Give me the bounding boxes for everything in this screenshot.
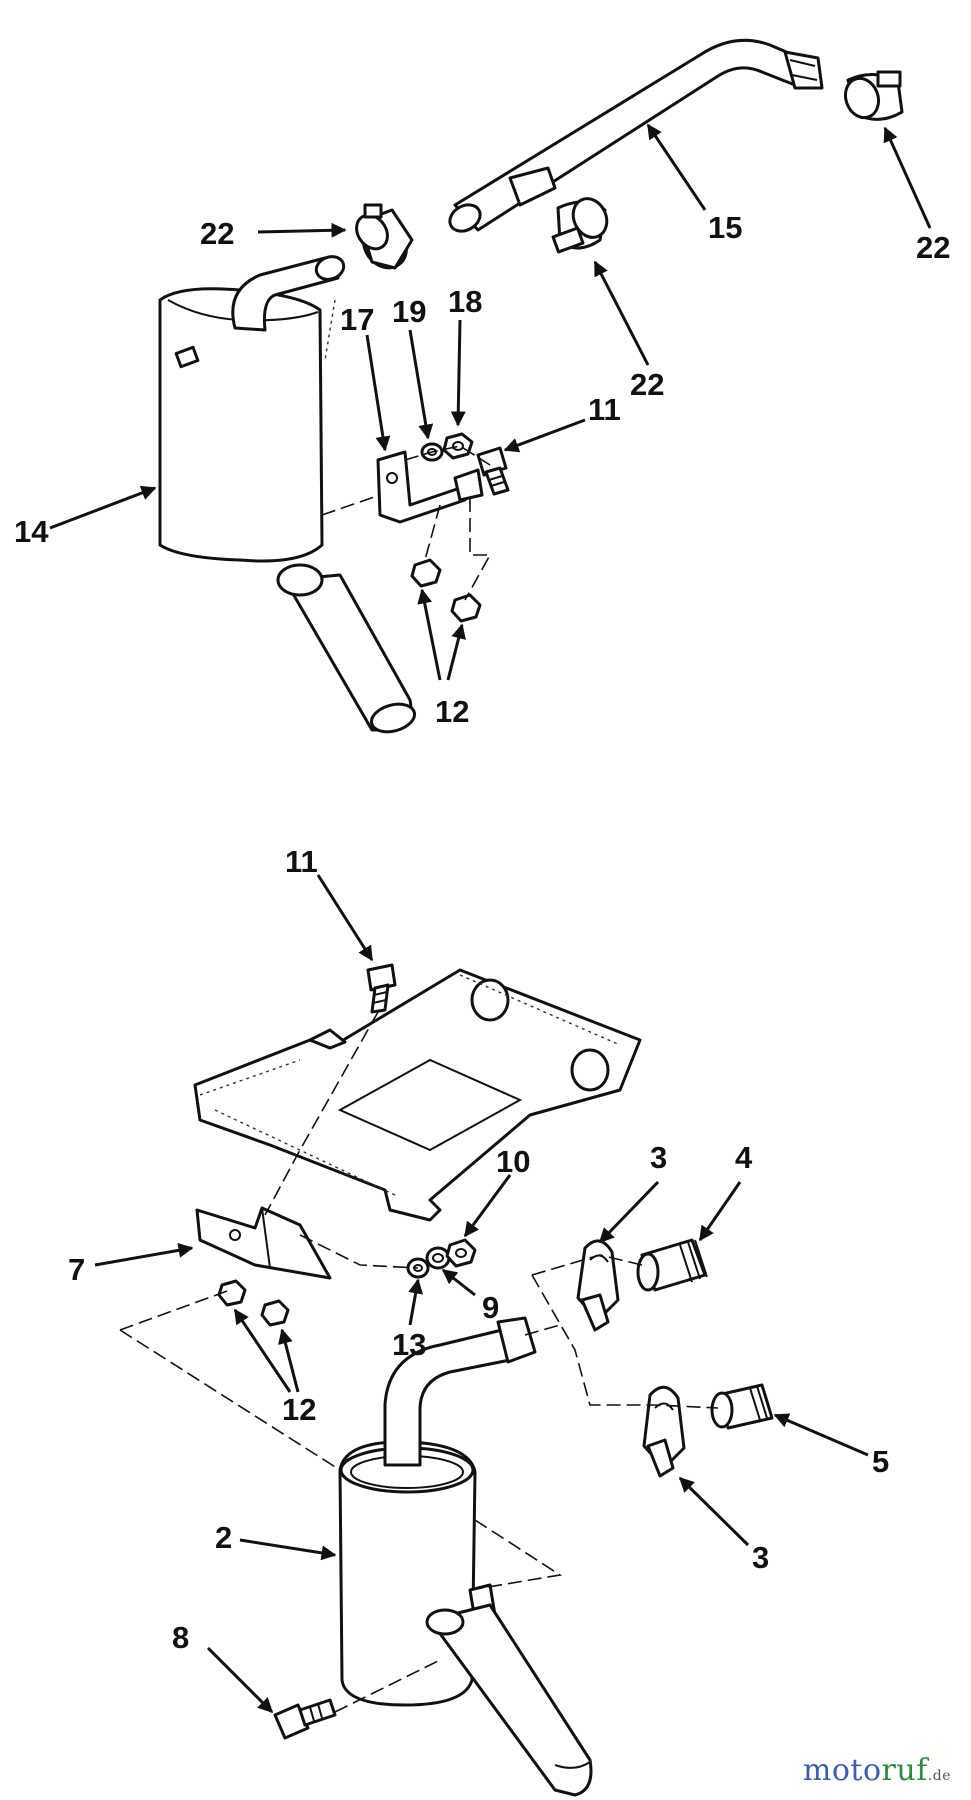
mounting-frame <box>193 968 642 1222</box>
callout-8: 8 <box>172 1620 189 1655</box>
watermark-logo: motoruf.de <box>803 1753 951 1788</box>
nut-10 <box>445 1238 477 1268</box>
callout-12-bottom: 12 <box>282 1392 316 1427</box>
clamp-3-upper <box>576 1239 620 1332</box>
callout-13: 13 <box>392 1327 426 1362</box>
clamp-22-left <box>355 203 414 270</box>
callout-11-bottom: 11 <box>285 844 318 879</box>
nuts-12-bottom <box>217 1279 290 1327</box>
clamp-22-middle <box>551 197 609 254</box>
clamp-3-lower <box>642 1385 686 1478</box>
callout-11-top: 11 <box>588 392 621 427</box>
bolt-8 <box>273 1698 337 1740</box>
tail-pipe-15 <box>448 38 824 233</box>
top-assembly: 22 22 22 15 17 19 18 11 14 12 <box>14 38 950 734</box>
watermark-suffix: .de <box>927 1768 951 1784</box>
callout-15: 15 <box>708 210 742 245</box>
bolt-11-top <box>476 446 510 496</box>
callout-12-top: 12 <box>435 694 469 729</box>
callout-22-middle: 22 <box>630 367 664 402</box>
nuts-12-top <box>410 558 482 623</box>
muffler-2 <box>338 1316 593 1797</box>
callout-19: 19 <box>392 294 426 329</box>
callout-5: 5 <box>872 1444 889 1479</box>
nut-18 <box>442 432 474 460</box>
watermark-brand-b: ruf <box>881 1753 928 1788</box>
callout-4: 4 <box>735 1140 753 1175</box>
muffler-14 <box>158 255 417 734</box>
callout-18: 18 <box>448 284 482 319</box>
callout-22-right: 22 <box>916 230 950 265</box>
bottom-assembly: 11 10 3 4 7 9 13 12 5 2 3 8 <box>68 844 889 1797</box>
bolt-11-bottom <box>366 963 397 1014</box>
adapter-4 <box>636 1238 708 1292</box>
washer-9 <box>425 1246 451 1270</box>
callout-17: 17 <box>340 302 374 337</box>
bracket-7 <box>195 1206 332 1280</box>
callout-10: 10 <box>496 1144 530 1179</box>
callout-3-upper: 3 <box>650 1140 667 1175</box>
adapter-5 <box>710 1383 774 1430</box>
clamp-22-right <box>843 70 904 121</box>
bracket-17 <box>376 450 484 524</box>
callout-9: 9 <box>482 1290 499 1325</box>
watermark-brand-a: moto <box>802 1753 882 1788</box>
callout-3-lower: 3 <box>752 1540 769 1575</box>
callout-7: 7 <box>68 1252 85 1287</box>
callout-22-left: 22 <box>200 216 234 251</box>
callout-2: 2 <box>215 1520 232 1555</box>
callout-14: 14 <box>14 514 49 549</box>
